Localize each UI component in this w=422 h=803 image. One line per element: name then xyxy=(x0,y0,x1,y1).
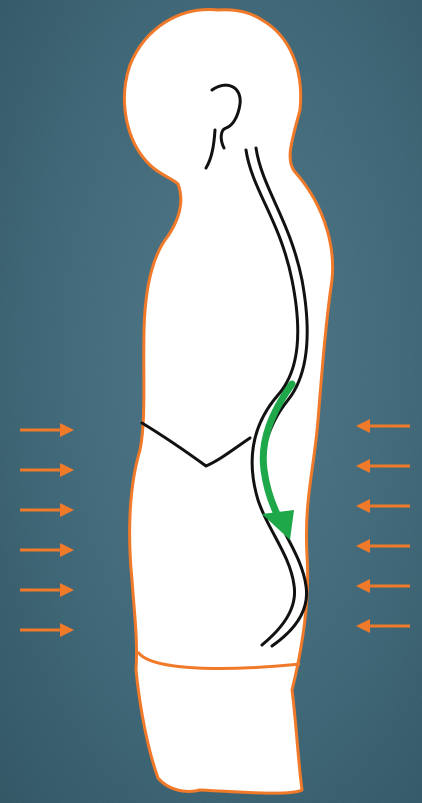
posture-diagram-svg xyxy=(0,0,422,803)
posture-diagram xyxy=(0,0,422,803)
